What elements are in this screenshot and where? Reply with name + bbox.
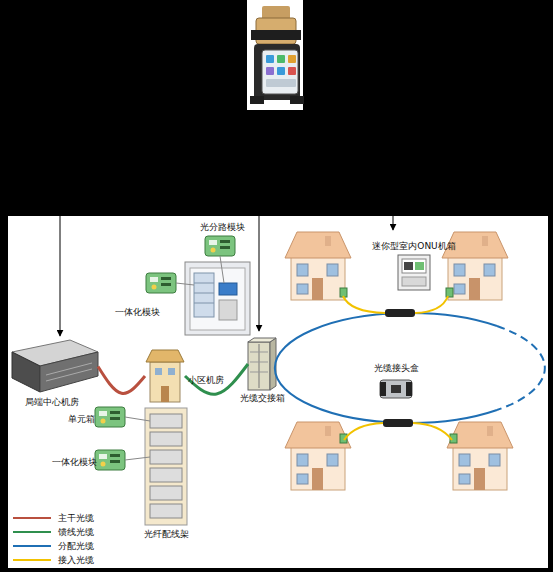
drawing-area bbox=[8, 216, 548, 568]
legend-line-sample bbox=[13, 545, 51, 547]
legend-text: 馈线光缆 bbox=[58, 526, 94, 538]
distribution-ring bbox=[275, 313, 545, 423]
onu-box bbox=[398, 255, 430, 290]
cross-connect-cabinet bbox=[248, 338, 276, 390]
fiber-cable bbox=[185, 364, 248, 394]
part-label: 一体化模块 bbox=[115, 307, 160, 318]
node-label: 光纤配线架 bbox=[136, 529, 196, 540]
legend-line-sample bbox=[13, 531, 51, 533]
fiber-distribution-frame bbox=[95, 407, 187, 525]
splice-closure-icon bbox=[380, 380, 412, 398]
legend-text: 接入光缆 bbox=[58, 554, 94, 566]
node-label: 局端中心机房 bbox=[4, 397, 100, 408]
part-label: 一体化模块 bbox=[52, 457, 97, 468]
equipment-node: 光分路模块 bbox=[185, 262, 250, 335]
legend-line bbox=[12, 527, 52, 537]
legend-text: 主干光缆 bbox=[58, 512, 94, 524]
equipment-room-building bbox=[146, 350, 184, 402]
equipment-node: 小区机房 bbox=[145, 350, 185, 402]
node-label: 光分路模块 bbox=[192, 222, 252, 233]
pointer-arrows bbox=[60, 216, 393, 336]
fiber-cable bbox=[98, 367, 145, 394]
equipment-node: 光缆交接箱 bbox=[248, 338, 276, 390]
legend-line-sample bbox=[13, 559, 51, 561]
node-label: 光缆交接箱 bbox=[232, 393, 292, 404]
equipment-node: 迷你型室内ONU机箱 bbox=[398, 255, 430, 290]
legend-line bbox=[12, 555, 52, 565]
node-label: 光缆接头盒 bbox=[366, 363, 426, 374]
equipment-node: 光纤配线架 bbox=[145, 408, 187, 525]
central-office-device bbox=[12, 340, 98, 392]
node-label: 迷你型室内ONU机箱 bbox=[359, 241, 469, 252]
legend-line bbox=[12, 541, 52, 551]
legend-line-sample bbox=[13, 517, 51, 519]
equipment-node: 局端中心机房 bbox=[10, 340, 98, 393]
equipment-node: 光缆接头盒 bbox=[380, 378, 412, 400]
fusion-splicer bbox=[247, 0, 304, 110]
legend-line bbox=[12, 513, 52, 523]
houses bbox=[285, 232, 513, 490]
node-label: 小区机房 bbox=[188, 375, 238, 386]
access-cables bbox=[343, 296, 452, 440]
legend-text: 分配光缆 bbox=[58, 540, 94, 552]
splitter-cabinet bbox=[146, 236, 250, 335]
part-label: 单元箱 bbox=[68, 414, 95, 425]
